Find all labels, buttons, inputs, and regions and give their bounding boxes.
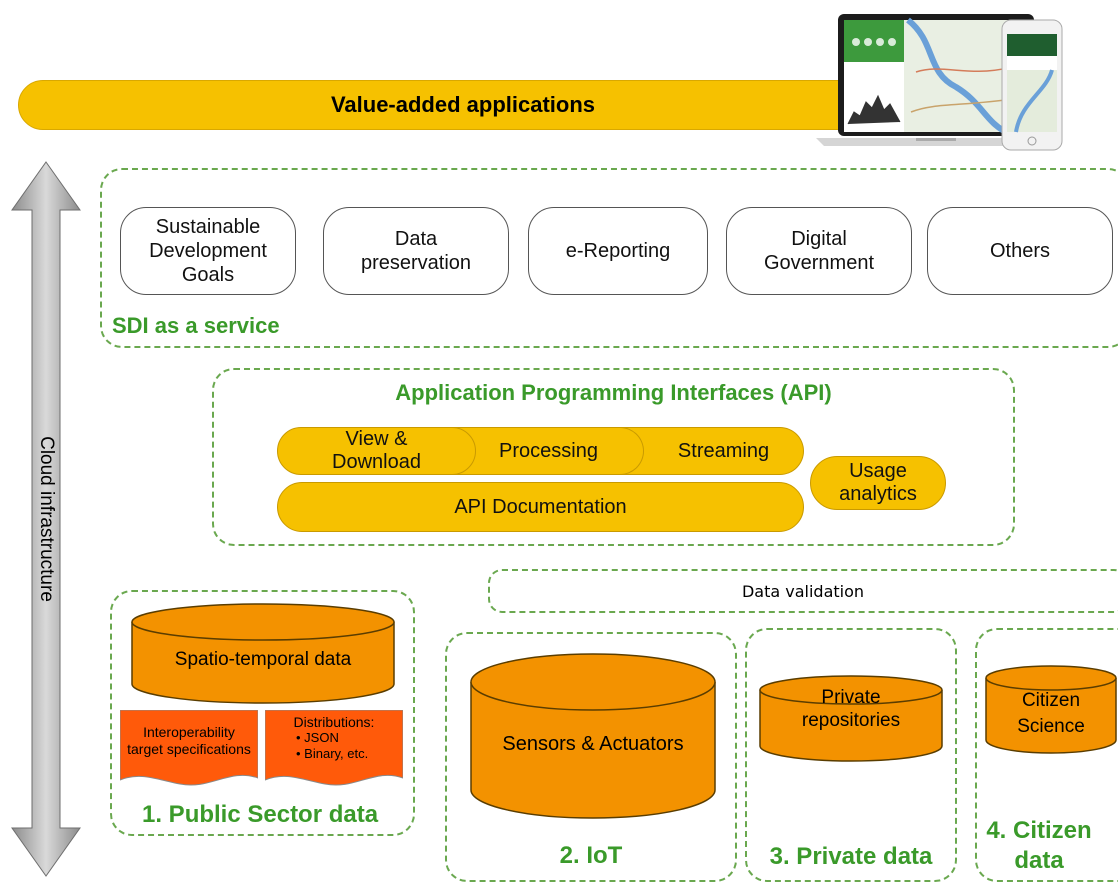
service-digital-government[interactable]: Digital Government [726,207,912,295]
private-repositories-label: Private repositories [801,687,901,731]
citizen-science-label: Citizen Science [1017,690,1085,737]
sdi-title: SDI as a service [112,313,280,338]
value-added-applications-label: Value-added applications [330,92,596,117]
private-data-title: 3. Private data [769,843,933,870]
api-usage-analytics[interactable]: Usage analytics [810,456,946,510]
citizen-science-database [985,665,1117,754]
private-repositories-database [759,675,943,762]
private-container [745,628,957,882]
api-container [212,368,1015,546]
specs-document-shape [120,710,258,786]
cloud-infrastructure-label: Cloud infrastructure [36,436,57,602]
cloud-infrastructure-arrow [11,161,81,877]
api-streaming[interactable]: Streaming [620,427,804,475]
specs-document-label: Interoperability target specifications [127,724,251,757]
api-processing[interactable]: Processing [444,427,644,475]
distributions-document-text: Distributions: • JSON • Binary, etc. [268,714,400,762]
public-sector-title: 1. Public Sector data [142,801,379,828]
spatio-temporal-label: Spatio-temporal data [174,649,352,670]
iot-container [445,632,737,882]
distribution-item: • Binary, etc. [296,746,369,761]
api-title: Application Programming Interfaces (API) [395,380,832,405]
service-others[interactable]: Others [927,207,1113,295]
service-sdg[interactable]: Sustainable Development Goals [120,207,296,295]
spatio-temporal-database [131,603,395,704]
iot-title: 2. IoT [559,842,623,869]
sensors-database [470,653,716,819]
citizen-data-title: 4. Citizen data [986,817,1092,874]
distribution-item: • JSON [296,730,339,745]
api-view-download[interactable]: View & Download [277,427,476,475]
devices-illustration [816,14,1063,151]
sdi-container [100,168,1118,348]
api-documentation[interactable]: API Documentation [277,482,804,532]
public-sector-container [110,590,415,836]
data-validation-box: Data validation [488,569,1118,613]
service-e-reporting[interactable]: e-Reporting [528,207,708,295]
service-data-preservation[interactable]: Data preservation [323,207,509,295]
sensors-label: Sensors & Actuators [502,732,684,755]
citizen-container [975,628,1118,882]
distributions-document-shape [265,710,403,786]
